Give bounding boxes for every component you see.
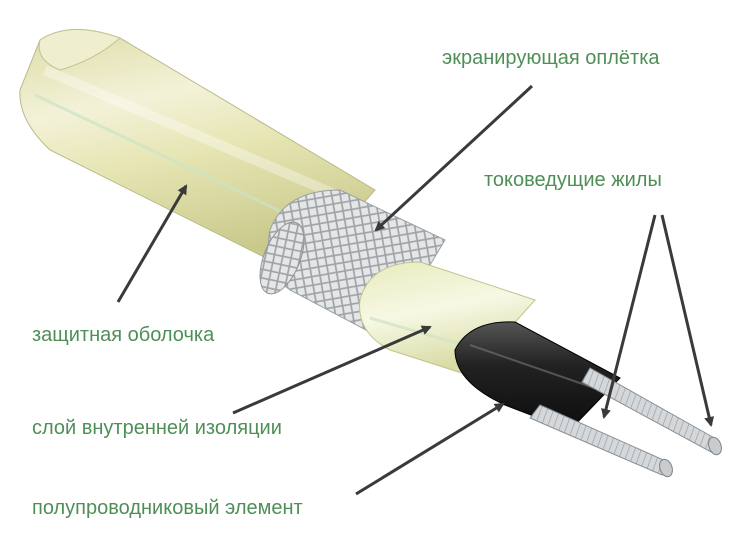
arrow-insulation (232, 325, 432, 415)
arrow-core (355, 402, 505, 496)
label-jacket: защитная оболочка (32, 324, 215, 346)
conductor-wires (529, 367, 722, 478)
label-insulation: слой внутренней изоляции (32, 417, 282, 439)
label-conductors: токоведущие жилы (484, 169, 662, 191)
arrow-conductor-2 (660, 214, 715, 427)
arrow-jacket (116, 184, 188, 303)
arrow-conductor-1 (601, 214, 657, 419)
label-braid: экранирующая оплётка (442, 47, 660, 69)
arrow-braid (374, 84, 534, 232)
pointer-arrows (116, 84, 715, 496)
label-core: полупроводниковый элемент (32, 497, 303, 519)
